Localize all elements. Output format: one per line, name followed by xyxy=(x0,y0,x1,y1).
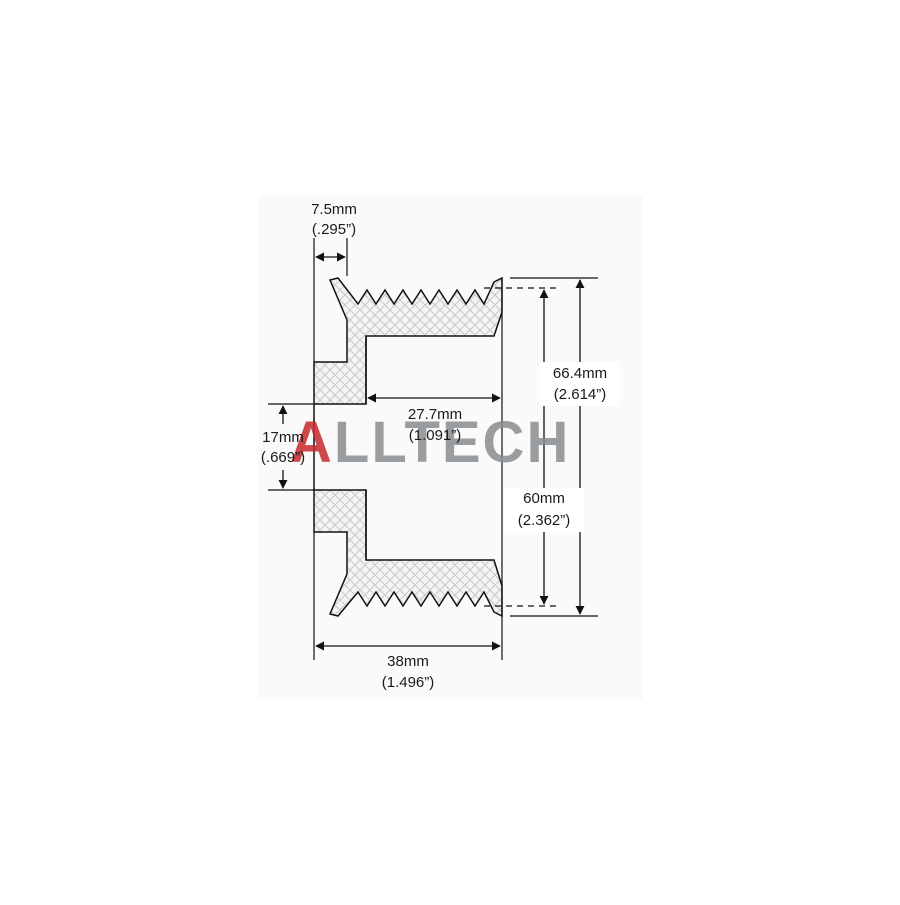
outer-diameter-inch: (2.614”) xyxy=(554,386,607,403)
groove-diameter-mm: 60mm xyxy=(523,490,565,507)
outer-label-bg xyxy=(540,362,620,406)
groove-diameter-inch: (2.362”) xyxy=(518,512,571,529)
inner-length-mm: 27.7mm xyxy=(408,406,462,423)
inner-length-inch: (1.091”) xyxy=(409,427,462,444)
groove-label-bg xyxy=(504,488,584,532)
dimension-labels: 7.5mm (.295”) 17mm (.669”) 27.7mm (1.091… xyxy=(261,201,620,691)
cavity-outline xyxy=(313,336,367,560)
overall-length-inch: (1.496”) xyxy=(382,674,435,691)
overall-length-mm: 38mm xyxy=(387,653,429,670)
dimension-lines xyxy=(278,252,585,651)
alltech-watermark: ALLTECH xyxy=(290,410,570,475)
bore-inch: (.669”) xyxy=(261,449,305,466)
outer-diameter-mm: 66.4mm xyxy=(553,365,607,382)
flange-width-inch: (.295”) xyxy=(312,221,356,238)
groove-reference-lines xyxy=(484,287,556,607)
flange-width-mm: 7.5mm xyxy=(311,201,357,218)
upper-profile xyxy=(313,276,503,405)
watermark-text: ALLTECH xyxy=(290,410,570,475)
bore-mm: 17mm xyxy=(262,429,304,446)
extension-lines xyxy=(268,238,598,660)
